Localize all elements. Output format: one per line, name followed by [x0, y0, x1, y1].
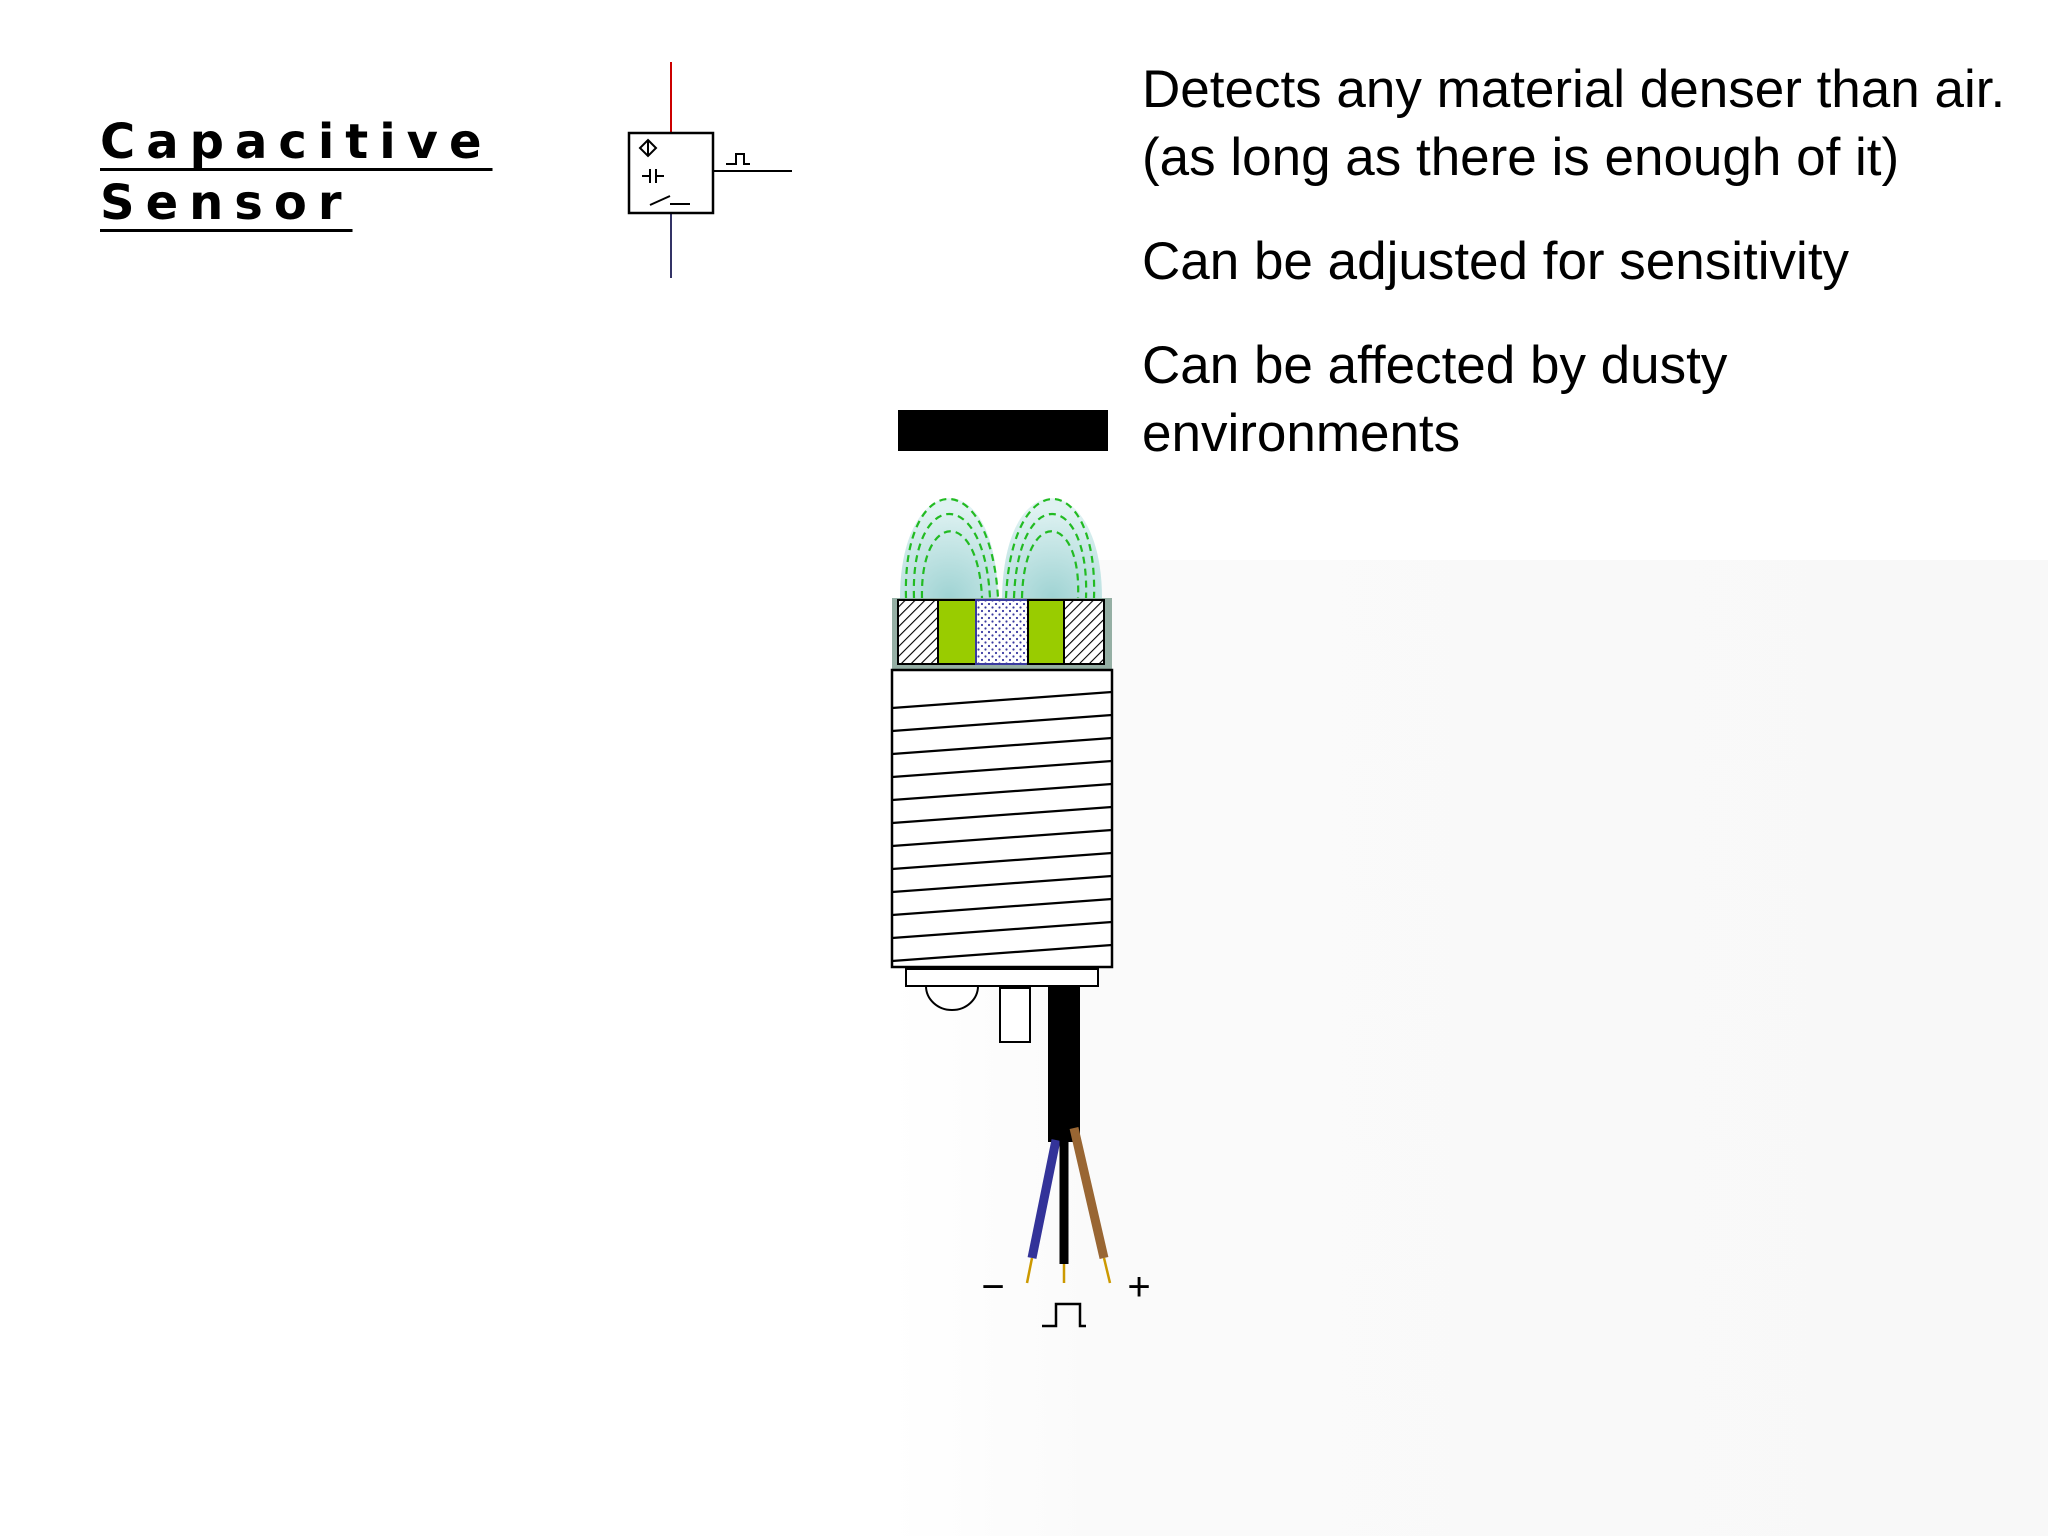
- positive-label: +: [1127, 1265, 1150, 1309]
- back-plate: [905, 968, 1099, 987]
- core-dielectric: [975, 599, 1029, 665]
- pulse-icon: [726, 153, 750, 165]
- bullet-2: Can be adjusted for sensitivity: [1142, 232, 1850, 291]
- title-line-2: Sensor: [100, 175, 353, 231]
- bullet-3: Can be affected by dusty environments: [1142, 336, 1728, 463]
- wire-positive: [1069, 1126, 1109, 1260]
- slide-title: Capacitive Sensor: [100, 112, 493, 234]
- electrode-right: [1027, 599, 1065, 665]
- indicator-led: [924, 985, 980, 1011]
- bullet-list: Detects any material denser than air. (a…: [1142, 56, 2022, 504]
- field-line-left-inner: [920, 530, 984, 599]
- field-glow-left: [900, 498, 998, 598]
- title-line-1: Capacitive: [100, 114, 493, 170]
- wire-negative: [1027, 1139, 1061, 1259]
- insulator-right: [1063, 599, 1105, 665]
- signal-pulse-icon: [1042, 1302, 1086, 1328]
- field-line-right-mid: [1012, 512, 1088, 599]
- sensitivity-adjuster: [999, 987, 1031, 1043]
- field-line-left-mid: [912, 512, 992, 599]
- capacitor-icon: [642, 169, 664, 183]
- electrode-left: [937, 599, 977, 665]
- field-line-right-inner: [1020, 530, 1080, 599]
- proximity-diamond-icon: [638, 138, 658, 158]
- field-glow-right: [1002, 498, 1102, 598]
- wire-tip-negative: [1025, 1257, 1034, 1284]
- switch-icon: [649, 195, 690, 206]
- sensing-face: [897, 599, 1105, 665]
- wires: [1025, 1126, 1112, 1284]
- cable: [1048, 986, 1080, 1142]
- bullet-1: Detects any material denser than air. (a…: [1142, 60, 2006, 187]
- negative-label: −: [981, 1265, 1004, 1309]
- threaded-body: [890, 668, 1114, 969]
- target-object: [898, 410, 1108, 451]
- insulator-left: [897, 599, 939, 665]
- wire-tip-positive: [1102, 1257, 1112, 1284]
- schematic-symbol: [627, 62, 792, 278]
